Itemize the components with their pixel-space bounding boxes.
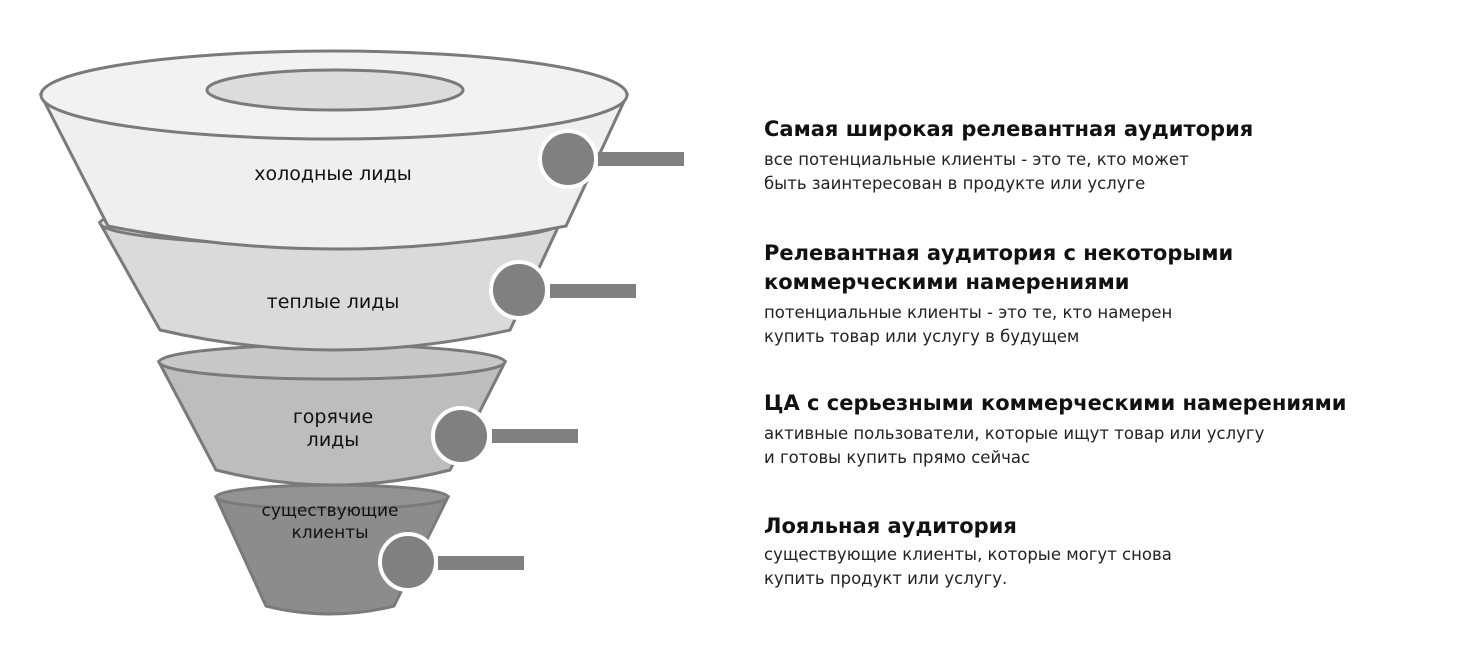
connector-bar-2	[550, 284, 636, 298]
funnel-label-warm-leads: теплые лиды	[266, 291, 400, 313]
funnel-opening	[205, 68, 465, 112]
marker-circle-4	[378, 532, 438, 592]
description-block-4: Лояльная аудитория существующие клиенты,…	[764, 512, 1172, 591]
funnel-label-existing-clients: существующие клиенты	[261, 501, 399, 543]
description-text: быть заинтересован в продукте или услуге	[764, 174, 1146, 193]
marker-circle-1	[538, 129, 598, 189]
description-title: Релевантная аудитория с некоторыми	[764, 241, 1234, 265]
marker-circle-3	[431, 406, 491, 466]
description-block-3: ЦА с серьезными коммерческими намерениям…	[764, 389, 1346, 470]
description-block-1: Самая широкая релевантная аудитория все …	[764, 115, 1253, 196]
description-title: Самая широкая релевантная аудитория	[764, 117, 1254, 141]
description-title: коммерческими намерениями	[764, 270, 1130, 294]
connector-bar-1	[598, 152, 684, 166]
marker-circle-2	[489, 260, 549, 320]
description-text: активные пользователи, которые ищут това…	[764, 424, 1265, 443]
funnel-label-cold-leads: холодные лиды	[254, 163, 412, 185]
funnel-layer-3	[156, 360, 508, 487]
description-block-2: Релевантная аудитория с некоторыми комме…	[764, 239, 1233, 349]
description-text: купить продукт или услугу.	[764, 569, 1008, 588]
connector-bar-3	[492, 429, 578, 443]
funnel-layer-2	[97, 221, 563, 352]
description-title: ЦА с серьезными коммерческими намерениям…	[764, 391, 1347, 415]
description-text: и готовы купить прямо сейчас	[764, 448, 1031, 467]
description-text: купить товар или услугу в будущем	[764, 327, 1080, 346]
description-text: потенциальные клиенты - это те, кто наме…	[764, 303, 1173, 322]
description-text: существующие клиенты, которые могут снов…	[764, 545, 1172, 564]
connector-bar-4	[438, 556, 524, 570]
description-title: Лояльная аудитория	[764, 514, 1017, 538]
description-text: все потенциальные клиенты - это те, кто …	[764, 150, 1189, 169]
funnel-label-hot-leads: горячие лиды	[292, 406, 374, 451]
